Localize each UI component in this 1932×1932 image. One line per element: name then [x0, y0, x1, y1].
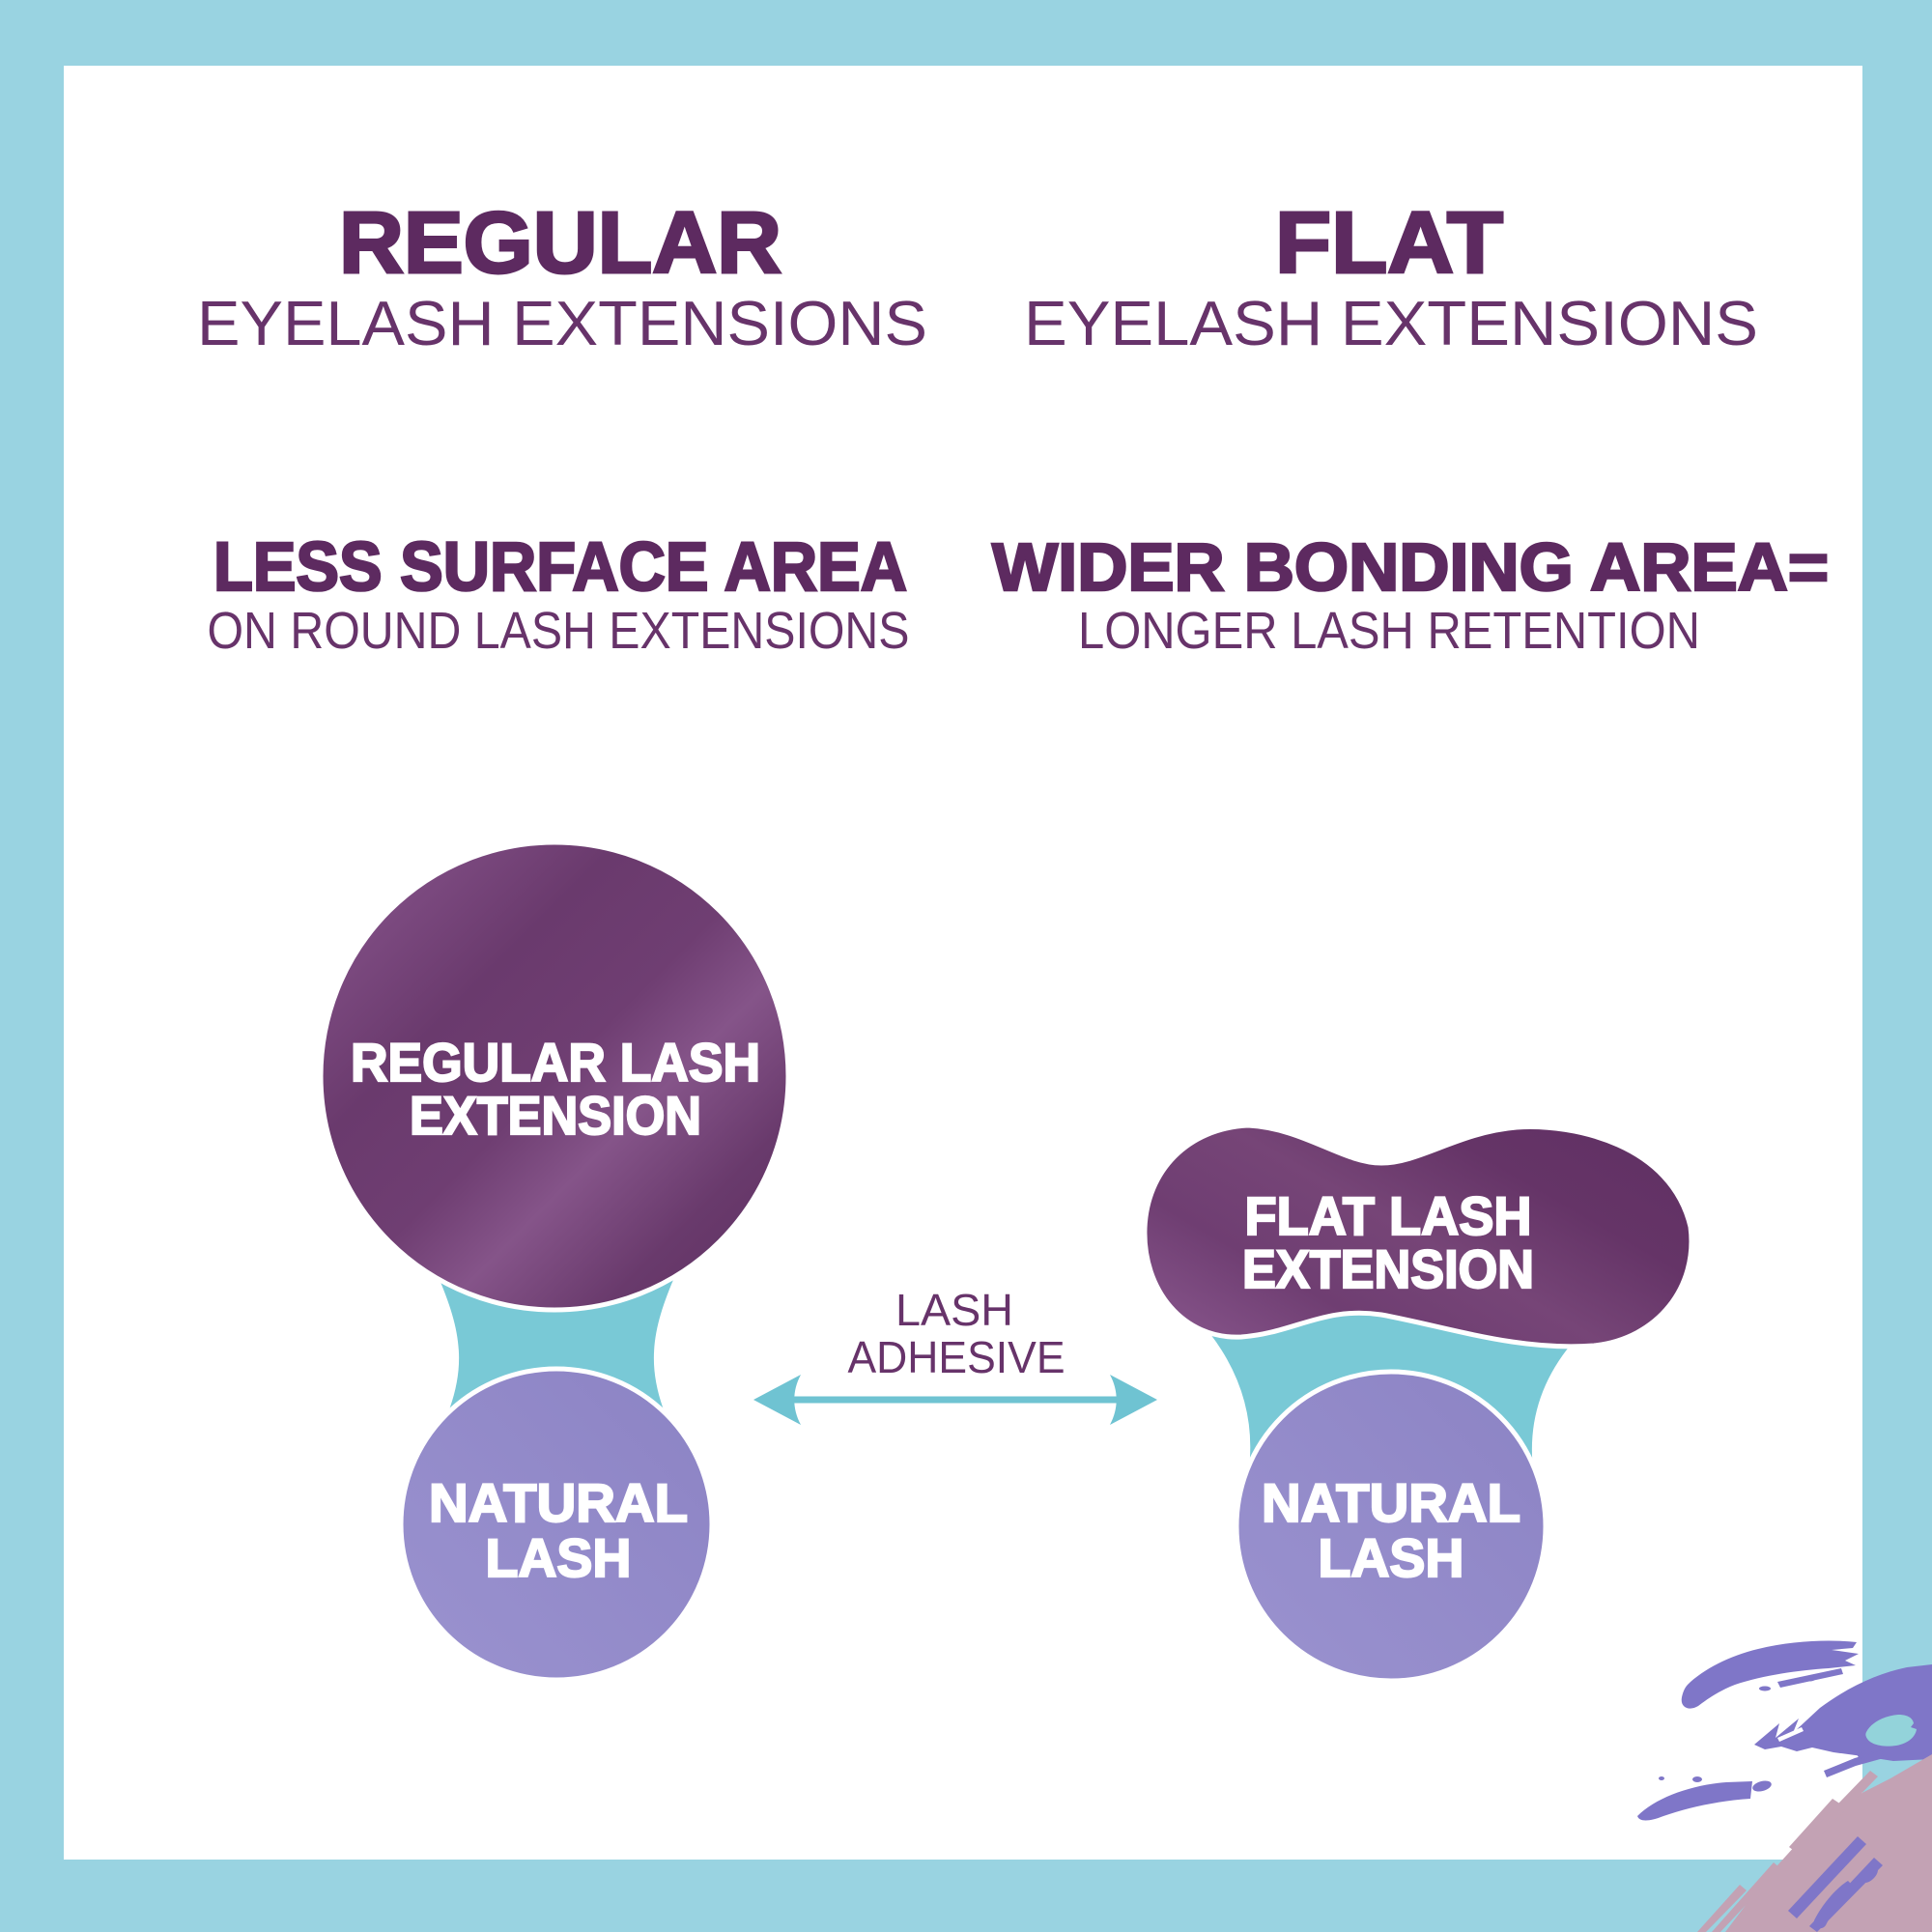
svg-text:EYELASH EXTENSIONS: EYELASH EXTENSIONS	[1024, 288, 1758, 358]
svg-text:ADHESIVE: ADHESIVE	[848, 1332, 1065, 1382]
svg-text:LASH: LASH	[1319, 1527, 1464, 1588]
svg-text:EYELASH EXTENSIONS: EYELASH EXTENSIONS	[197, 288, 927, 358]
svg-text:LASH: LASH	[486, 1527, 632, 1588]
svg-text:LASH: LASH	[895, 1285, 1013, 1335]
svg-text:REGULAR LASH: REGULAR LASH	[351, 1032, 760, 1093]
svg-text:WIDER BONDING AREA=: WIDER BONDING AREA=	[992, 529, 1829, 605]
svg-text:EXTENSION: EXTENSION	[410, 1085, 701, 1146]
svg-text:LESS SURFACE AREA: LESS SURFACE AREA	[213, 529, 907, 606]
svg-text:EXTENSION: EXTENSION	[1242, 1238, 1534, 1299]
svg-text:LONGER LASH RETENTION: LONGER LASH RETENTION	[1078, 602, 1700, 660]
svg-text:FLAT: FLAT	[1275, 195, 1503, 292]
svg-text:NATURAL: NATURAL	[429, 1472, 688, 1533]
svg-text:NATURAL: NATURAL	[1262, 1472, 1520, 1533]
svg-text:REGULAR: REGULAR	[339, 195, 781, 292]
svg-text:FLAT LASH: FLAT LASH	[1245, 1185, 1532, 1246]
svg-text:ON ROUND LASH EXTENSIONS: ON ROUND LASH EXTENSIONS	[208, 602, 910, 660]
